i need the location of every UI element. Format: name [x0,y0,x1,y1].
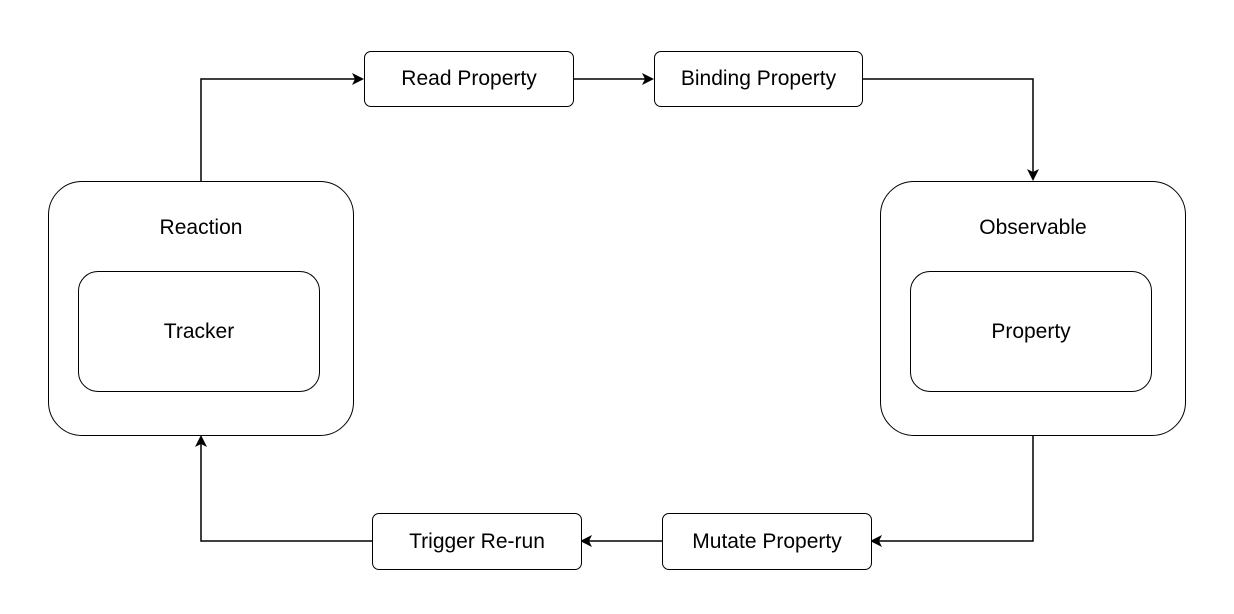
edge-binding-property-to-observable [862,78,1039,181]
reaction-tracker-node: Tracker [78,271,320,392]
reaction-tracker-label: Tracker [163,319,235,343]
binding-property-label: Binding Property [680,67,837,90]
trigger-rerun-node: Trigger Re-run [372,513,582,570]
observable-node: Observable Property [880,181,1186,436]
trigger-rerun-label: Trigger Re-run [409,529,545,553]
read-property-label: Read Property [401,67,537,90]
binding-property-node: Binding Property [654,51,863,107]
reaction-node: Reaction Tracker [48,181,354,436]
mutate-property-node: Mutate Property [662,513,872,570]
observable-title: Observable [979,216,1087,239]
observable-property-label: Property [991,319,1071,343]
edge-observable-to-mutate-property [870,435,1034,547]
edge-trigger-rerun-to-reaction [195,435,373,542]
read-property-node: Read Property [364,51,574,107]
observable-property-node: Property [910,271,1152,392]
reaction-title: Reaction [159,216,243,239]
mutate-property-label: Mutate Property [692,529,842,553]
edge-reaction-to-read-property [200,73,364,181]
